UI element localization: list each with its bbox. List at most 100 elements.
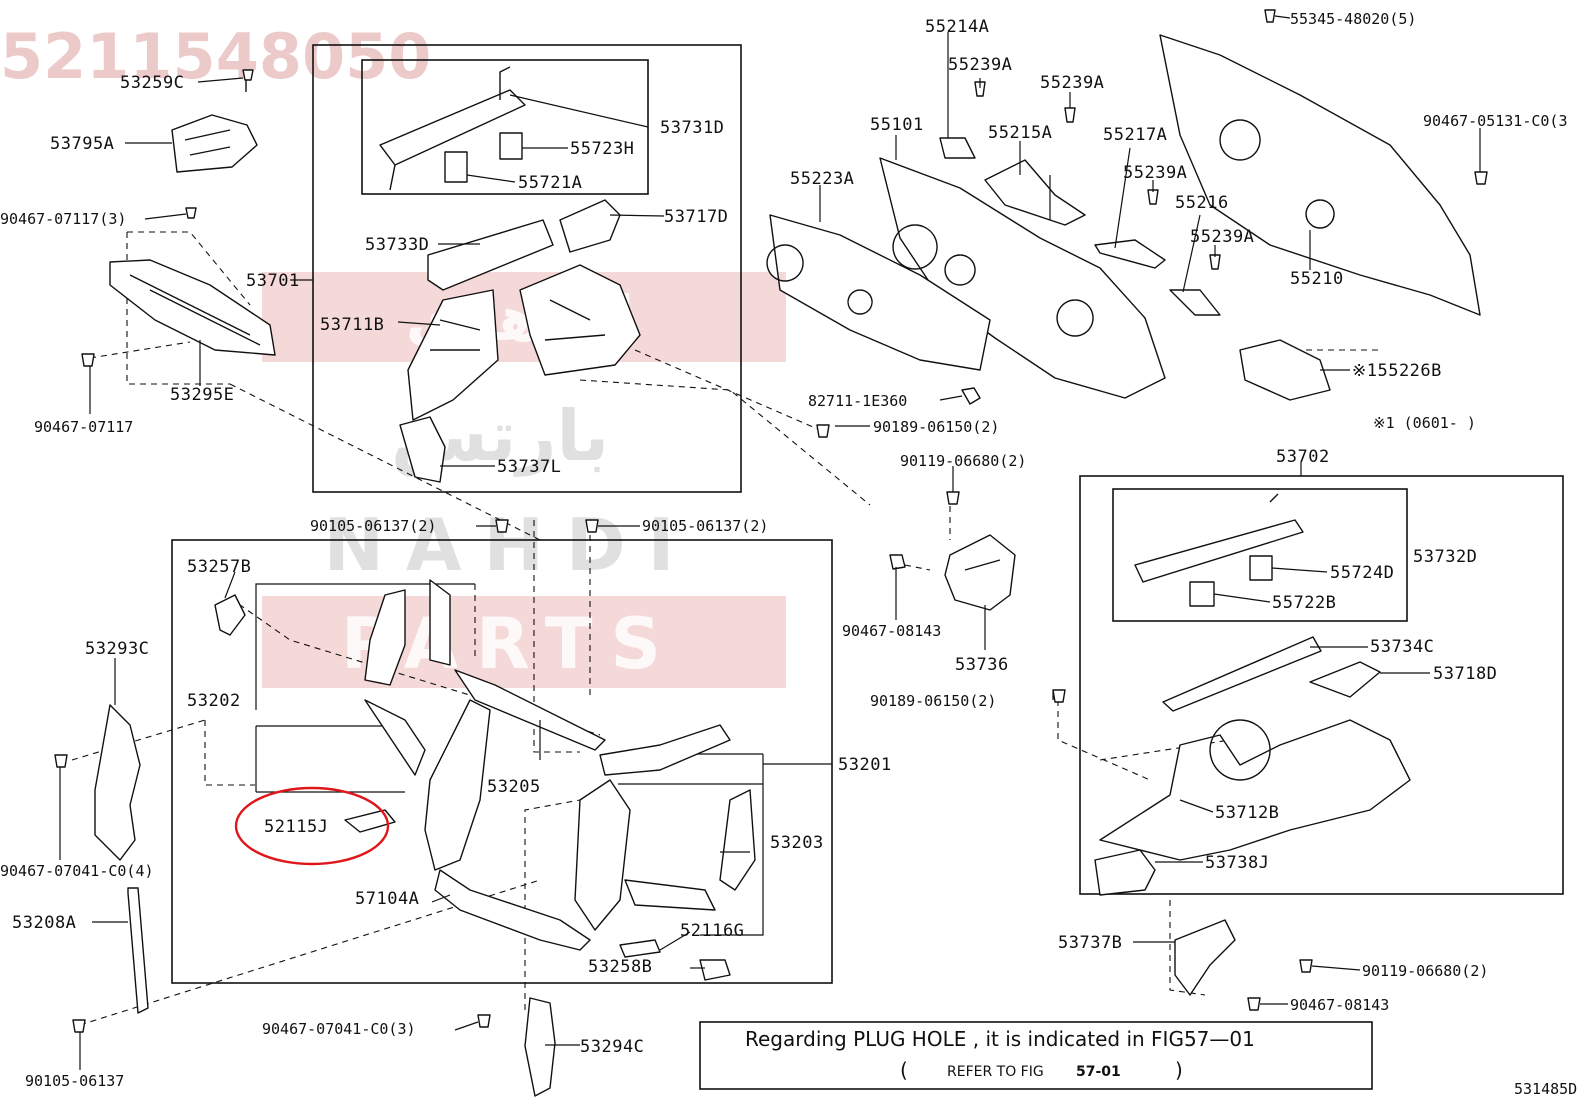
label-90467-07041-4: 90467-07041-C0(4) — [0, 862, 154, 880]
part-clip-90467-08143-b — [1247, 997, 1261, 1011]
part-55723H — [499, 132, 523, 160]
watermark: 5211548050 الناهدي بارتس NAHDI PARTS — [0, 20, 786, 688]
part-clip-90467-07041-3 — [477, 1014, 491, 1028]
part-53295E — [109, 259, 276, 356]
part-53795A — [171, 114, 258, 173]
label-55215A: 55215A — [988, 123, 1052, 143]
label-53731D: 53731D — [660, 118, 724, 138]
part-53208A — [127, 887, 149, 1014]
label-53295E: 53295E — [170, 385, 234, 405]
part-bolt-90105-06137-b — [585, 519, 599, 533]
label-53711B: 53711B — [320, 315, 384, 335]
part-55223A — [766, 214, 991, 371]
part-53259C — [242, 69, 254, 92]
part-53737L — [399, 416, 446, 483]
part-53711B — [407, 289, 499, 421]
label-90119-06680-b: 90119-06680(2) — [1362, 962, 1488, 980]
part-labels: 53259C 53795A 90467-07117(3) 53701 53295… — [0, 10, 1568, 1090]
label-55239A-3: 55239A — [1123, 163, 1187, 183]
part-57104A — [434, 869, 591, 951]
part-53202-lower — [364, 699, 426, 776]
part-52116G — [619, 939, 661, 958]
label-90467-07117-3: 90467-07117(3) — [0, 210, 126, 228]
part-53731D — [379, 66, 526, 191]
note-paren-open: ( — [900, 1058, 908, 1082]
label-90189-06150-a: 90189-06150(2) — [873, 418, 999, 436]
part-53733D — [427, 219, 554, 291]
part-53718D — [1309, 661, 1381, 698]
label-55239A-2: 55239A — [1040, 73, 1104, 93]
label-53208A: 53208A — [12, 913, 76, 933]
label-55722B: 55722B — [1272, 593, 1336, 613]
label-53294C: 53294C — [580, 1037, 644, 1057]
label-53795A: 53795A — [50, 134, 114, 154]
label-55723H: 55723H — [570, 139, 634, 159]
part-55210 — [1159, 34, 1481, 316]
part-clip-55345 — [1264, 9, 1276, 23]
label-90105-06137-a: 90105-06137(2) — [310, 517, 436, 535]
label-52116G: 52116G — [680, 921, 744, 941]
label-57104A: 57104A — [355, 889, 419, 909]
note-fig-ref: 57-01 — [1076, 1064, 1121, 1080]
part-53294C — [524, 997, 556, 1097]
watermark-band-top — [262, 272, 786, 362]
label-55217A: 55217A — [1103, 125, 1167, 145]
part-bolt-55239A-4 — [1209, 254, 1221, 270]
label-55239A-1: 55239A — [948, 55, 1012, 75]
part-53736 — [944, 534, 1016, 611]
plug-hole-note: Regarding PLUG HOLE , it is indicated in… — [745, 1027, 1255, 1082]
figure-id: 531485D — [1514, 1080, 1577, 1098]
part-53258B — [699, 959, 731, 981]
label-55239A-4: 55239A — [1190, 227, 1254, 247]
part-53737B — [1174, 919, 1236, 996]
part-53734C — [1162, 636, 1322, 712]
part-bolt-90105-06137-a — [495, 519, 509, 533]
part-53201-rail — [599, 724, 731, 776]
part-55214A — [939, 137, 976, 159]
group-box-53702 — [1079, 475, 1564, 895]
label-90189-06150-b: 90189-06150(2) — [870, 692, 996, 710]
label-55101: 55101 — [870, 115, 924, 135]
label-53733D: 53733D — [365, 235, 429, 255]
part-53203 — [624, 789, 756, 911]
part-bolt-90119-06680-b — [1299, 959, 1313, 973]
part-52115J — [344, 809, 396, 833]
part-55215A — [984, 159, 1086, 226]
part-clip-90467-08143-a — [889, 554, 906, 570]
label-53734C: 53734C — [1370, 637, 1434, 657]
label-90467-07117: 90467-07117 — [34, 418, 133, 436]
group-box-53701 — [312, 44, 742, 493]
part-53712B — [1099, 719, 1411, 861]
label-90467-08143-b: 90467-08143 — [1290, 996, 1389, 1014]
label-53257B: 53257B — [187, 557, 251, 577]
part-55721A — [444, 151, 468, 183]
part-53205 — [454, 669, 606, 751]
label-90105-06137-b: 90105-06137(2) — [642, 517, 768, 535]
part-apron-inner — [519, 264, 641, 376]
part-bolt-90189-06150-a — [816, 424, 830, 438]
label-53293C: 53293C — [85, 639, 149, 659]
part-53293C — [94, 704, 141, 861]
highlight-circle-52115J — [234, 786, 390, 866]
label-82711-1E360: 82711-1E360 — [808, 392, 907, 410]
label-53718D: 53718D — [1433, 664, 1497, 684]
label-53738J: 53738J — [1205, 853, 1269, 873]
label-53202: 53202 — [187, 691, 241, 711]
label-53737B: 53737B — [1058, 933, 1122, 953]
part-53202 — [364, 579, 451, 686]
label-90105-06137-c: 90105-06137 — [25, 1072, 124, 1090]
label-90467-07041-3: 90467-07041-C0(3) — [262, 1020, 416, 1038]
part-55226B — [1239, 339, 1331, 401]
label-53732D: 53732D — [1413, 547, 1477, 567]
label-53201: 53201 — [838, 755, 892, 775]
leader-lines — [59, 15, 1481, 1070]
label-53203: 53203 — [770, 833, 824, 853]
label-90119-06680-a: 90119-06680(2) — [900, 452, 1026, 470]
part-bolt-55239A-1 — [974, 81, 986, 97]
part-55101 — [879, 157, 1166, 399]
label-53258B: 53258B — [588, 957, 652, 977]
part-53201-side-right — [574, 779, 631, 931]
label-53736: 53736 — [955, 655, 1009, 675]
part-55722B — [1189, 581, 1215, 607]
